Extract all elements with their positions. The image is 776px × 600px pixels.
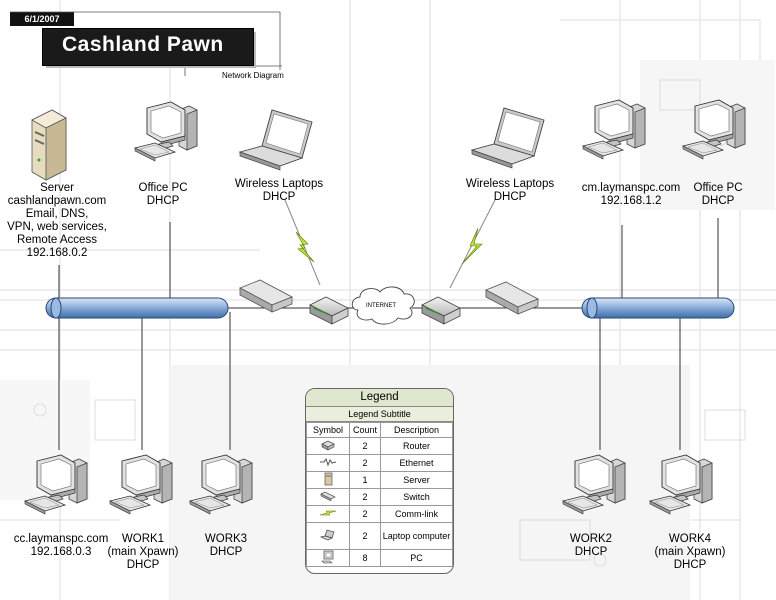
- legend-table: Symbol Count Description 2 Router 2 Ethe…: [306, 422, 453, 567]
- legend-row: 2 Comm-link: [306, 505, 453, 523]
- work3-pc-icon: [188, 454, 253, 515]
- legend-title: Legend: [306, 389, 453, 407]
- office-pc-right-icon: [681, 99, 746, 160]
- legend-count: 8: [349, 549, 381, 567]
- diagram-date: 6/1/2007: [10, 12, 74, 26]
- diagram-title: Cashland Pawn: [62, 33, 224, 56]
- wireless-laptop-left-icon: [238, 109, 313, 171]
- work2-pc-icon: [561, 454, 626, 515]
- comm-link-icon: [306, 505, 350, 523]
- work1-label: WORK1(main Xpawn)DHCP: [107, 533, 179, 571]
- router-right-icon: [421, 296, 461, 325]
- switch-right-icon: [485, 281, 539, 315]
- legend-description: PC: [380, 549, 453, 567]
- internet-cloud-icon: [348, 286, 422, 325]
- legend-row: 2 Laptop computer: [306, 522, 453, 550]
- pc-icon: [306, 549, 350, 567]
- diagram-subtitle: Network Diagram: [222, 71, 284, 80]
- legend-header-symbol: Symbol: [306, 422, 350, 438]
- router-icon: [306, 437, 350, 455]
- wireless-laptop-right-icon: [470, 107, 545, 169]
- legend-row: 2 Switch: [306, 488, 453, 506]
- backbone-left: [45, 297, 229, 319]
- legend-description: Ethernet: [380, 454, 453, 472]
- legend-count: 2: [349, 505, 381, 523]
- legend-count: 2: [349, 488, 381, 506]
- legend-description: Router: [380, 437, 453, 455]
- server-icon: [306, 471, 350, 489]
- legend-row: 8 PC: [306, 549, 453, 567]
- internet-label: INTERNET: [366, 303, 396, 309]
- legend-count: 2: [349, 437, 381, 455]
- backbone-right: [581, 297, 735, 319]
- legend-description: Laptop computer: [380, 522, 453, 550]
- legend-description: Switch: [380, 488, 453, 506]
- comm-link-right-icon: [449, 199, 496, 289]
- legend-row: 1 Server: [306, 471, 453, 489]
- switch-left-icon: [239, 279, 293, 313]
- legend-header-count: Count: [349, 422, 381, 438]
- title-box: [42, 28, 254, 66]
- laptop-icon: [306, 522, 350, 550]
- work1-pc-icon: [108, 454, 173, 515]
- legend-subtitle: Legend Subtitle: [306, 407, 453, 422]
- work4-label: WORK4(main Xpawn)DHCP: [654, 533, 726, 571]
- cc-pc-icon: [23, 454, 88, 515]
- legend-header-description: Description: [380, 422, 453, 438]
- office-pc-left-icon: [133, 101, 198, 162]
- legend-header-row: Symbol Count Description: [306, 422, 453, 438]
- legend-count: 2: [349, 522, 381, 550]
- legend-count: 2: [349, 454, 381, 472]
- ethernet-icon: [306, 454, 350, 472]
- switch-icon: [306, 488, 350, 506]
- legend-count: 1: [349, 471, 381, 489]
- legend-description: Server: [380, 471, 453, 489]
- legend-row: 2 Router: [306, 437, 453, 455]
- work4-pc-icon: [648, 454, 713, 515]
- server-icon: [31, 109, 67, 181]
- router-left-icon: [309, 296, 349, 325]
- cm-pc-icon: [581, 99, 646, 160]
- legend-panel: Legend Legend Subtitle Symbol Count Desc…: [305, 388, 454, 574]
- legend-description: Comm-link: [380, 505, 453, 523]
- legend-row: 2 Ethernet: [306, 454, 453, 472]
- comm-link-left-icon: [284, 199, 321, 286]
